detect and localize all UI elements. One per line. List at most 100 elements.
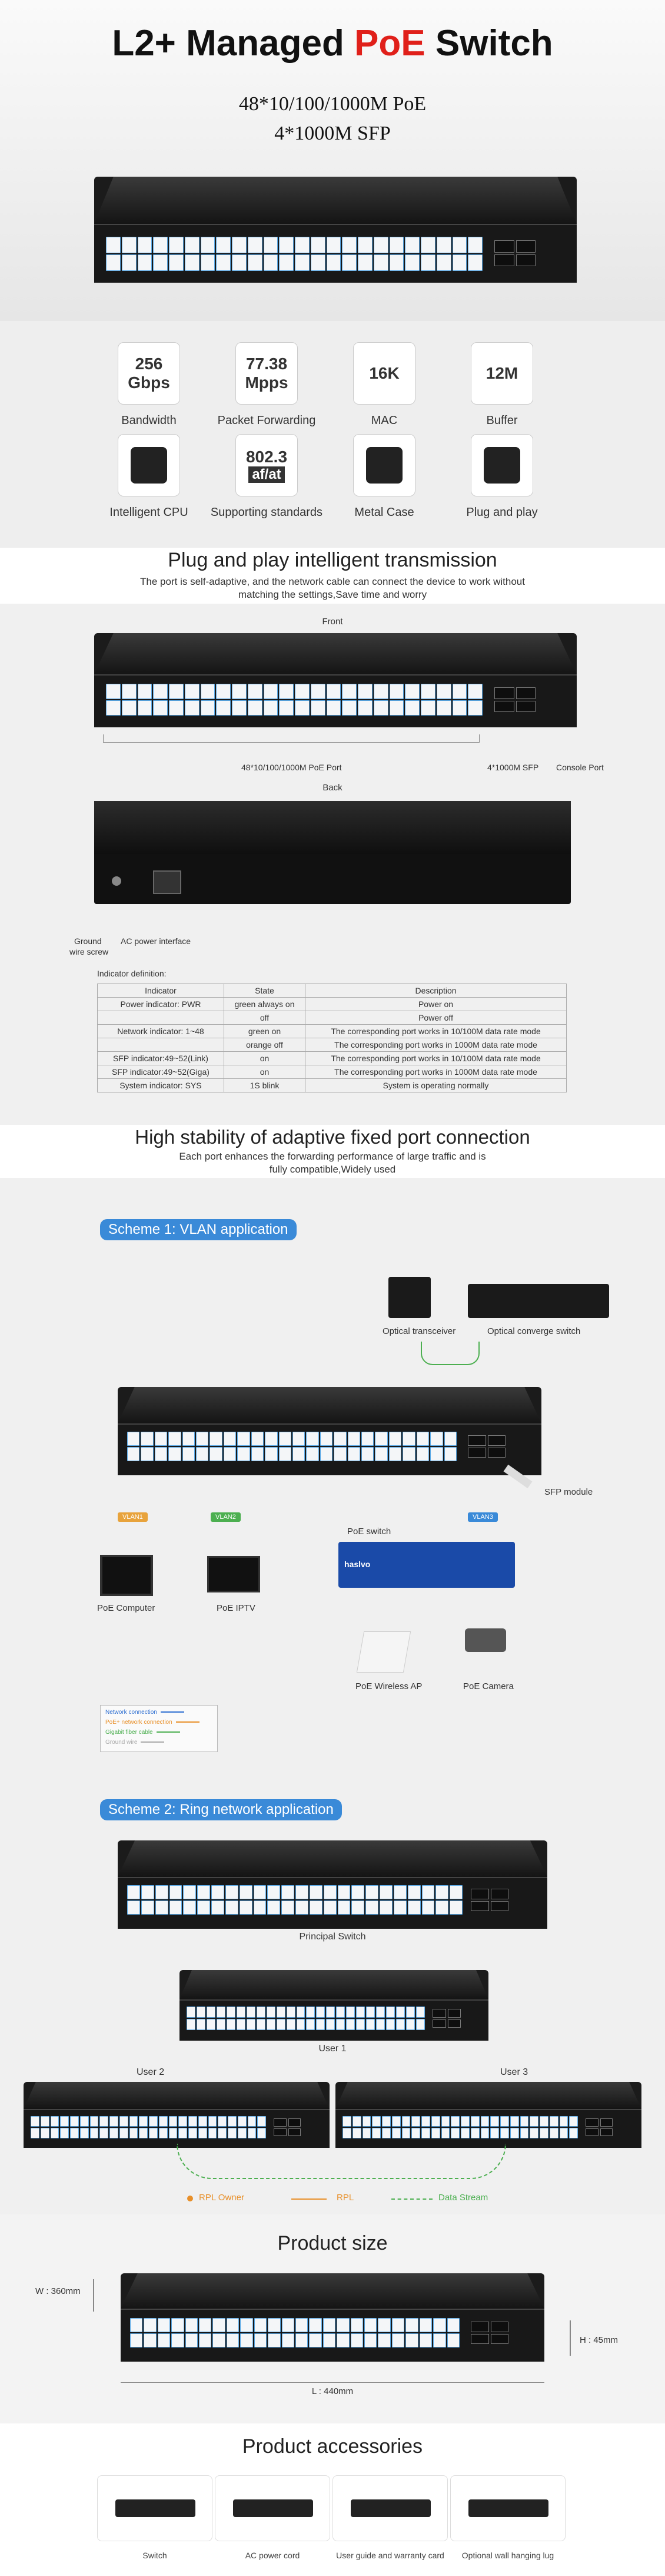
indicator-cell: The corresponding port works in 10/100M … (305, 1024, 567, 1038)
accessory-image (233, 2499, 313, 2517)
scheme1-section: Scheme 1: VLAN application Optical trans… (0, 1178, 665, 1767)
rj45-port (263, 700, 278, 716)
rj45-port (106, 254, 121, 271)
rj45-port (223, 1447, 237, 1461)
accessories-heading: Product accessories (242, 2435, 423, 2458)
rj45-port (436, 700, 451, 716)
accessory-label: User guide and warranty card (336, 2551, 444, 2560)
indicator-cell: System indicator: SYS (97, 1078, 224, 1092)
feature-label: Packet Forwarding (217, 414, 316, 427)
rj45-port (79, 2116, 89, 2127)
rj45-port (106, 684, 121, 699)
rj45-port (320, 1447, 333, 1461)
rj45-port (281, 2318, 294, 2332)
rj45-port (196, 1447, 209, 1461)
rj45-port (376, 2007, 385, 2018)
rj45-port (237, 1432, 250, 1446)
rj45-port (322, 2333, 336, 2347)
rj45-port (380, 1885, 393, 1899)
rj45-port (99, 2116, 108, 2127)
rj45-port (226, 2318, 240, 2332)
rj45-port (216, 2007, 225, 2018)
rj45-port (79, 2128, 89, 2138)
rj45-port (326, 2019, 335, 2030)
rj45-port (337, 2333, 350, 2347)
rj45-port (366, 2019, 375, 2030)
scheme2-badge: Scheme 2: Ring network application (100, 1799, 342, 1820)
rj45-port (121, 254, 137, 271)
rj45-port (295, 700, 310, 716)
rj45-port (178, 2128, 187, 2138)
shield-icon (366, 447, 403, 484)
rj45-port (433, 2333, 446, 2347)
plug-heading: Plug and play intelligent transmission (168, 549, 497, 571)
rj45-port (279, 700, 294, 716)
rj45-port (450, 1900, 463, 1915)
rj45-port (326, 684, 341, 699)
rj45-port (89, 2116, 99, 2127)
sfp-module-label: SFP module (544, 1487, 593, 1497)
chip-icon (131, 447, 167, 484)
rj45-port (430, 1447, 443, 1461)
rj45-port (208, 2116, 217, 2127)
rj45-port (380, 1900, 393, 1915)
rj45-port (386, 2019, 395, 2030)
rj45-port (401, 2116, 411, 2127)
rj45-port (316, 2019, 325, 2030)
indicator-header-cell: Indicator (97, 984, 224, 998)
rj45-port (40, 2128, 49, 2138)
optical-transceiver-device (388, 1277, 431, 1318)
rj45-port (421, 684, 435, 699)
rj45-port (158, 2128, 168, 2138)
rj45-port (351, 1885, 365, 1899)
rj45-port (169, 1885, 182, 1899)
rj45-port (239, 1885, 252, 1899)
indicator-cell: 1S blink (223, 1078, 306, 1092)
rj45-port (226, 2019, 235, 2030)
size-switch-image (121, 2273, 544, 2362)
rj45-port (197, 1885, 210, 1899)
rj45-port (391, 2318, 405, 2332)
rj45-port (139, 2116, 148, 2127)
rj45-port (500, 2116, 509, 2127)
rj45-port (520, 2128, 529, 2138)
rj45-port (388, 1447, 402, 1461)
rj45-port (559, 2128, 568, 2138)
ac-label: AC power interface (121, 936, 191, 946)
rj45-port (266, 2007, 275, 2018)
rj45-port (119, 2128, 128, 2138)
rj45-port (185, 2318, 198, 2332)
rj45-port (254, 2318, 267, 2332)
feature-label: Buffer (486, 414, 518, 427)
front-switch-image (94, 633, 577, 727)
rj45-port (378, 2318, 391, 2332)
rj45-port (356, 2019, 365, 2030)
rj45-port (216, 254, 231, 271)
rj45-port (358, 237, 373, 253)
rj45-port (411, 2116, 420, 2127)
feature-label: Intelligent CPU (109, 506, 188, 519)
rj45-port (342, 700, 357, 716)
rj45-port (168, 2128, 178, 2138)
rj45-port (295, 1885, 308, 1899)
rj45-port (401, 2128, 411, 2138)
rj45-port (199, 2333, 212, 2347)
rj45-port (358, 684, 373, 699)
plug-desc-2: matching the settings,Save time and worr… (238, 589, 427, 600)
poe-switch-brand: haslvo (344, 1559, 371, 1569)
rj45-port (109, 2128, 118, 2138)
rj45-port (433, 2318, 446, 2332)
rj45-port (346, 2019, 355, 2030)
rj45-port (206, 2019, 215, 2030)
optical-transceiver-label: Optical transceiver (383, 1326, 456, 1336)
accessory-card (332, 2475, 448, 2541)
rj45-port (188, 2116, 197, 2127)
rj45-port (421, 700, 435, 716)
rj45-port (240, 2333, 253, 2347)
rj45-port (435, 1900, 449, 1915)
rj45-port (461, 2128, 470, 2138)
rj45-port (153, 237, 168, 253)
